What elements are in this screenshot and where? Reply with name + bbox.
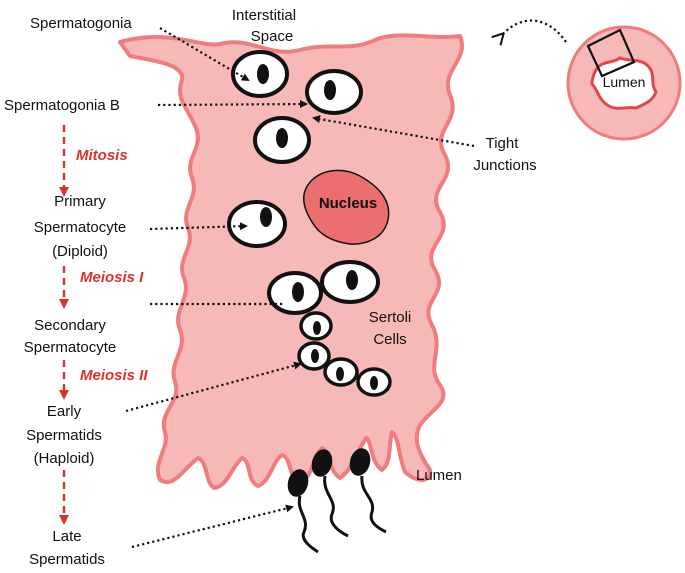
late-spermatid-1 bbox=[287, 469, 319, 554]
label-tight: Tight bbox=[486, 135, 520, 152]
label-mitosis: Mitosis bbox=[76, 147, 128, 164]
label-diploid: (Diploid) bbox=[52, 243, 108, 260]
label-spermatogonia: Spermatogonia bbox=[30, 15, 132, 32]
label-meiosis-1: Meiosis I bbox=[80, 269, 144, 286]
nucleus bbox=[303, 169, 390, 245]
tight-junction-cell bbox=[253, 116, 311, 164]
secondary-spermatocyte-cell-2 bbox=[320, 260, 380, 304]
label-lumen-inset: Lumen bbox=[603, 74, 646, 90]
label-cells: Cells bbox=[373, 331, 406, 348]
early-spermatid-cell-4 bbox=[356, 367, 392, 397]
label-secondary-spermatocyte: Spermatocyte bbox=[24, 339, 117, 356]
label-haploid: (Haploid) bbox=[34, 450, 95, 467]
label-lumen-bottom: Lumen bbox=[416, 467, 462, 484]
label-secondary: Secondary bbox=[34, 317, 106, 334]
tubule-inset bbox=[566, 25, 682, 141]
primary-spermatocyte-cell bbox=[227, 200, 287, 248]
label-late-spermatids: Spermatids bbox=[29, 551, 105, 568]
label-early-spermatids: Spermatids bbox=[26, 427, 102, 444]
early-spermatid-cell-1 bbox=[299, 311, 333, 341]
label-sertoli: Sertoli bbox=[369, 309, 412, 326]
spermatogonia-cell bbox=[231, 50, 289, 98]
inset-zoom-box bbox=[586, 28, 636, 78]
late-spermatid-3 bbox=[349, 448, 387, 534]
late-spermatid-2 bbox=[311, 449, 349, 538]
sertoli-tissue bbox=[118, 33, 464, 490]
secondary-spermatocyte-cell-1 bbox=[267, 271, 323, 315]
pointer-lines bbox=[125, 27, 475, 549]
label-primary-spermatocyte: Spermatocyte bbox=[34, 219, 127, 236]
inset-pointer bbox=[503, 19, 567, 42]
label-late: Late bbox=[52, 528, 81, 545]
label-early: Early bbox=[47, 403, 82, 420]
early-spermatid-cell-3 bbox=[323, 357, 359, 387]
label-primary: Primary bbox=[54, 193, 106, 210]
label-meiosis-2: Meiosis II bbox=[80, 367, 148, 384]
label-space: Space bbox=[251, 28, 294, 45]
inset-lumen bbox=[590, 56, 658, 110]
label-interstitial: Interstitial bbox=[232, 7, 296, 24]
label-nucleus: Nucleus bbox=[319, 195, 377, 212]
early-spermatid-cell-2 bbox=[297, 341, 331, 371]
label-spermatogonia-b: Spermatogonia B bbox=[4, 97, 120, 114]
label-junctions: Junctions bbox=[473, 157, 536, 174]
spermatogonia-b-cell bbox=[305, 69, 363, 115]
